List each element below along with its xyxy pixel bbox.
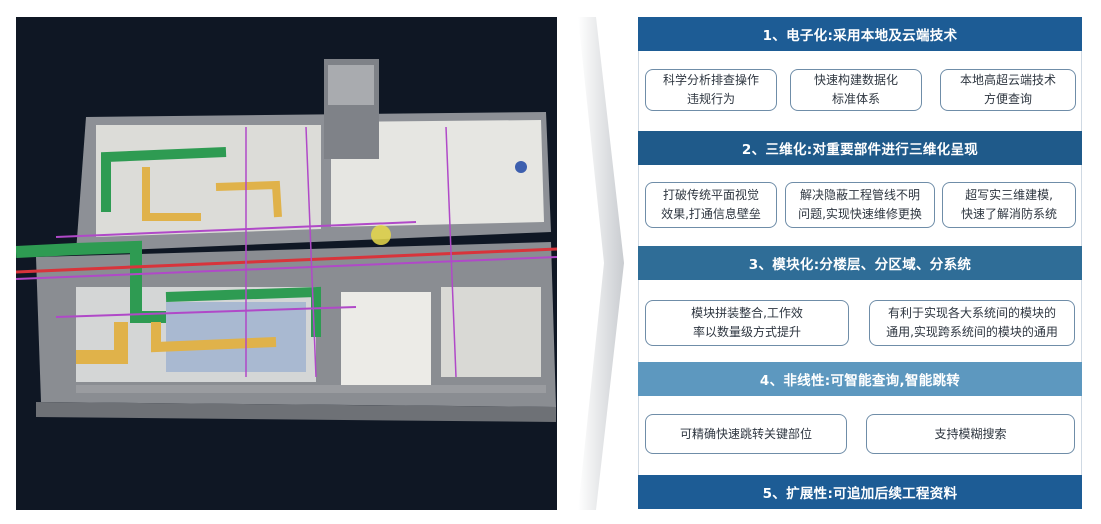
section-2-header: 2、三维化:对重要部件进行三维化呈现 xyxy=(638,131,1082,165)
section-3-item: 有利于实现各大系统间的模块的 通用,实现跨系统间的模块的通用 xyxy=(869,300,1075,346)
section-4-item: 可精确快速跳转关键部位 xyxy=(645,414,847,454)
section-2-item: 打破传统平面视觉 效果,打通信息壁垒 xyxy=(645,182,777,228)
section-4-item: 支持模糊搜索 xyxy=(866,414,1075,454)
section-3-body: 模块拼装整合,工作效 率以数量级方式提升 有利于实现各大系统间的模块的 通用,实… xyxy=(638,280,1082,362)
section-1-header: 1、电子化:采用本地及云端技术 xyxy=(638,17,1082,51)
section-3-item: 模块拼装整合,工作效 率以数量级方式提升 xyxy=(645,300,849,346)
section-2-item: 解决隐蔽工程管线不明 问题,实现快速维修更换 xyxy=(785,182,935,228)
section-1-item: 科学分析排查操作 违规行为 xyxy=(645,69,777,111)
building-model-illustration xyxy=(16,17,557,510)
section-3-title: 3、模块化:分楼层、分区域、分系统 xyxy=(748,257,972,273)
section-1-item: 快速构建数据化 标准体系 xyxy=(790,69,922,111)
section-3-header: 3、模块化:分楼层、分区域、分系统 xyxy=(638,246,1082,280)
section-1-body: 科学分析排查操作 违规行为 快速构建数据化 标准体系 本地高超云端技术 方便查询 xyxy=(638,51,1082,131)
section-4-body: 可精确快速跳转关键部位 支持模糊搜索 xyxy=(638,396,1082,475)
section-2-item: 超写实三维建模, 快速了解消防系统 xyxy=(942,182,1076,228)
bim-3d-model-image xyxy=(16,17,557,510)
section-4-header: 4、非线性:可智能查询,智能跳转 xyxy=(638,362,1082,396)
section-5-header: 5、扩展性:可追加后续工程资料 xyxy=(638,475,1082,509)
section-5-title: 5、扩展性:可追加后续工程资料 xyxy=(762,486,958,502)
chevron-arrow-icon xyxy=(578,17,626,510)
section-2-body: 打破传统平面视觉 效果,打通信息壁垒 解决隐蔽工程管线不明 问题,实现快速维修更… xyxy=(638,165,1082,246)
section-1-title: 1、电子化:采用本地及云端技术 xyxy=(762,28,958,44)
feature-panel: 1、电子化:采用本地及云端技术 科学分析排查操作 违规行为 快速构建数据化 标准… xyxy=(638,17,1082,510)
section-1-item: 本地高超云端技术 方便查询 xyxy=(940,69,1076,111)
section-4-title: 4、非线性:可智能查询,智能跳转 xyxy=(759,373,961,389)
section-2-title: 2、三维化:对重要部件进行三维化呈现 xyxy=(741,142,979,158)
